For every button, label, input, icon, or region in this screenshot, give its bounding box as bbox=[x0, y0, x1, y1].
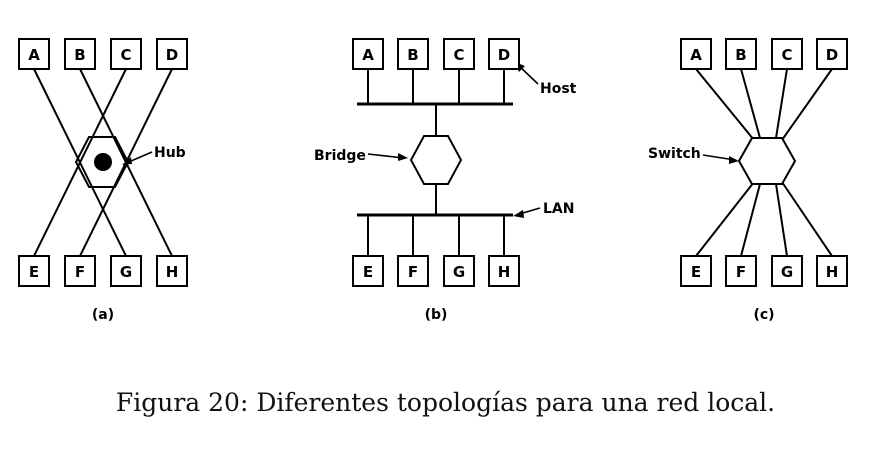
switch-cable-c bbox=[775, 68, 788, 139]
host-box-a-top-0 bbox=[18, 38, 50, 70]
host-box-a-bottom-0 bbox=[18, 255, 50, 287]
topology-b-bridge bbox=[357, 62, 541, 256]
bridge-hexagon bbox=[409, 135, 463, 185]
host-box-b-top-3 bbox=[488, 38, 520, 70]
host-box-c-bottom-3 bbox=[816, 255, 848, 287]
host-label-c-bottom-1: F bbox=[736, 263, 746, 281]
subfigure-label-b: (b) bbox=[425, 307, 448, 323]
host-box-a-bottom-2 bbox=[110, 255, 142, 287]
host-box-a-top-3 bbox=[156, 38, 188, 70]
figure-caption: Figura 20: Diferentes topologías para un… bbox=[115, 388, 776, 417]
host-box-b-top-2 bbox=[443, 38, 475, 70]
host-label-b-bottom-0: E bbox=[363, 263, 373, 281]
bridge-arrowhead bbox=[398, 153, 408, 161]
bridge-label: Bridge bbox=[314, 148, 366, 164]
host-label-c-bottom-3: H bbox=[826, 263, 839, 281]
host-label-a-bottom-1: F bbox=[75, 263, 85, 281]
host-box-b-bottom-3 bbox=[488, 255, 520, 287]
cable-c-to-e bbox=[33, 68, 127, 257]
host-box-b-bottom-1 bbox=[397, 255, 429, 287]
host-label-a-top-3: D bbox=[166, 46, 178, 64]
host-label-b-top-0: A bbox=[362, 46, 374, 64]
host-label-a-bottom-2: G bbox=[120, 263, 132, 281]
host-box-c-bottom-0 bbox=[680, 255, 712, 287]
host-box-b-bottom-2 bbox=[443, 255, 475, 287]
switch-cable-a bbox=[695, 68, 755, 141]
host-box-b-bottom-0 bbox=[352, 255, 384, 287]
host-box-c-top-2 bbox=[771, 38, 803, 70]
switch-cable-d bbox=[781, 68, 833, 141]
host-box-a-bottom-1 bbox=[64, 255, 96, 287]
host-box-b-top-0 bbox=[352, 38, 384, 70]
subfigure-label-c: (c) bbox=[753, 307, 774, 323]
host-box-c-top-1 bbox=[725, 38, 757, 70]
topology-a-hub bbox=[33, 68, 173, 257]
hub-label: Hub bbox=[154, 145, 186, 161]
topology-c-switch bbox=[695, 68, 833, 257]
host-box-a-top-1 bbox=[64, 38, 96, 70]
switch-cable-f bbox=[740, 183, 761, 257]
host-label-b-top-3: D bbox=[498, 46, 510, 64]
switch-hexagon bbox=[737, 137, 797, 185]
host-box-c-top-3 bbox=[816, 38, 848, 70]
host-box-a-bottom-3 bbox=[156, 255, 188, 287]
host-label-b-bottom-3: H bbox=[498, 263, 511, 281]
host-label-c-top-1: B bbox=[735, 46, 746, 64]
subfigure-label-a: (a) bbox=[92, 307, 114, 323]
switch-arrowhead bbox=[729, 156, 739, 164]
host-label-a-top-0: A bbox=[28, 46, 40, 64]
host-box-c-bottom-1 bbox=[725, 255, 757, 287]
host-label-c-top-2: C bbox=[781, 46, 792, 64]
host-label-b-bottom-2: G bbox=[453, 263, 465, 281]
host-label-b-top-1: B bbox=[407, 46, 418, 64]
host-label-c-top-0: A bbox=[690, 46, 702, 64]
host-label-c-top-3: D bbox=[826, 46, 838, 64]
switch-cable-h bbox=[781, 181, 833, 257]
host-label-a-bottom-0: E bbox=[29, 263, 39, 281]
switch-cable-b bbox=[740, 68, 761, 139]
host-label: Host bbox=[540, 81, 577, 97]
host-box-a-top-2 bbox=[110, 38, 142, 70]
hub-arrowhead bbox=[122, 157, 132, 165]
host-label-b-bottom-1: F bbox=[408, 263, 418, 281]
lan-arrowhead bbox=[513, 210, 524, 218]
host-label-c-bottom-0: E bbox=[691, 263, 701, 281]
lan-label: LAN bbox=[543, 201, 574, 217]
host-label-c-bottom-2: G bbox=[781, 263, 793, 281]
host-label-a-top-2: C bbox=[120, 46, 131, 64]
switch-cable-e bbox=[695, 181, 755, 257]
host-box-b-top-1 bbox=[397, 38, 429, 70]
host-box-c-bottom-2 bbox=[771, 255, 803, 287]
host-boxes: A B C D E F G H A B C D E F G H A B C D E F G H bbox=[18, 38, 848, 287]
hub-hexagon bbox=[74, 136, 130, 188]
host-label-a-top-1: B bbox=[74, 46, 85, 64]
host-label-a-bottom-3: H bbox=[166, 263, 179, 281]
switch-cable-g bbox=[775, 183, 788, 257]
host-label-b-top-2: C bbox=[453, 46, 464, 64]
hub-center bbox=[94, 153, 112, 171]
host-box-c-top-0 bbox=[680, 38, 712, 70]
switch-label: Switch bbox=[648, 146, 701, 162]
